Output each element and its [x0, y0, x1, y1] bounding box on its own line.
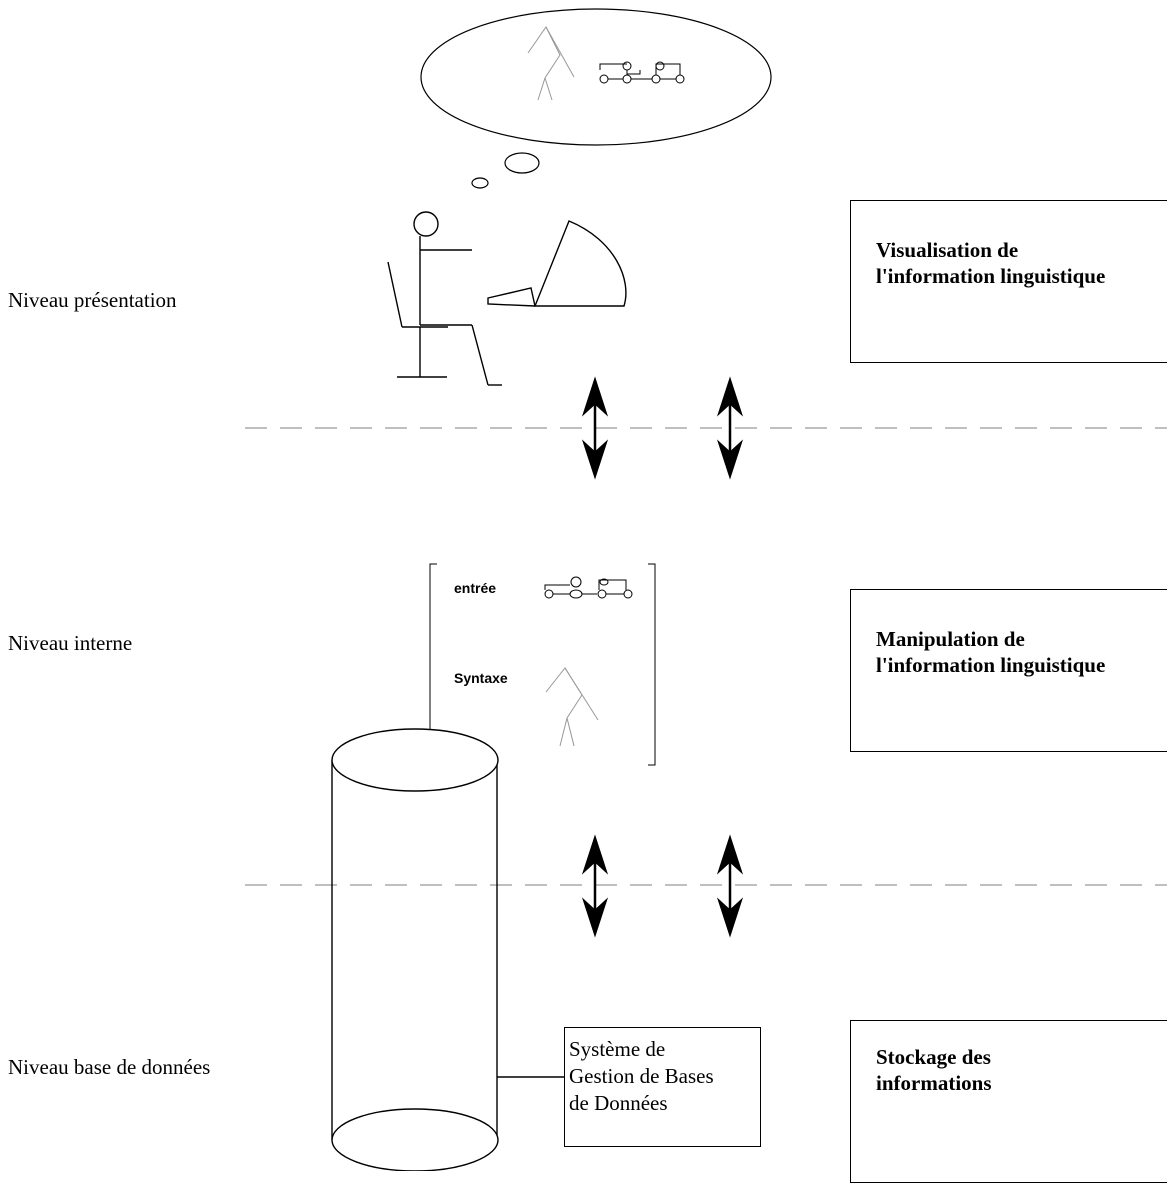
box-manipulation: Manipulation de l'information linguistiq…	[850, 589, 1167, 752]
syntaxe-tree-icon	[545, 667, 599, 747]
user-at-computer-icon	[387, 211, 627, 386]
double-arrow-2	[716, 376, 744, 480]
database-cylinder-icon	[331, 728, 499, 1171]
level-label-base: Niveau base de données	[8, 1055, 211, 1079]
thought-bubble	[420, 8, 772, 189]
entree-label: entrée	[454, 580, 497, 596]
syntaxe-label: Syntaxe	[454, 670, 508, 686]
box-stockage-text: Stockage des informations	[876, 1045, 992, 1095]
double-arrow-1	[581, 376, 609, 480]
box-manipulation-text: Manipulation de l'information linguistiq…	[876, 627, 1106, 677]
entree-linked-nodes-icon	[544, 576, 633, 599]
box-visualisation: Visualisation de l'information linguisti…	[850, 200, 1167, 363]
double-arrow-3	[581, 834, 609, 938]
dbms-text: Système de Gestion de Bases de Données	[569, 1037, 714, 1115]
linked-nodes-icon	[599, 61, 685, 84]
dbms-box: Système de Gestion de Bases de Données	[564, 1027, 761, 1147]
syntax-tree-icon	[527, 26, 575, 101]
box-stockage: Stockage des informations	[850, 1020, 1167, 1183]
level-label-presentation: Niveau présentation	[8, 288, 177, 312]
double-arrow-4	[716, 834, 744, 938]
box-visualisation-text: Visualisation de l'information linguisti…	[876, 238, 1106, 288]
level-label-interne: Niveau interne	[8, 631, 133, 655]
